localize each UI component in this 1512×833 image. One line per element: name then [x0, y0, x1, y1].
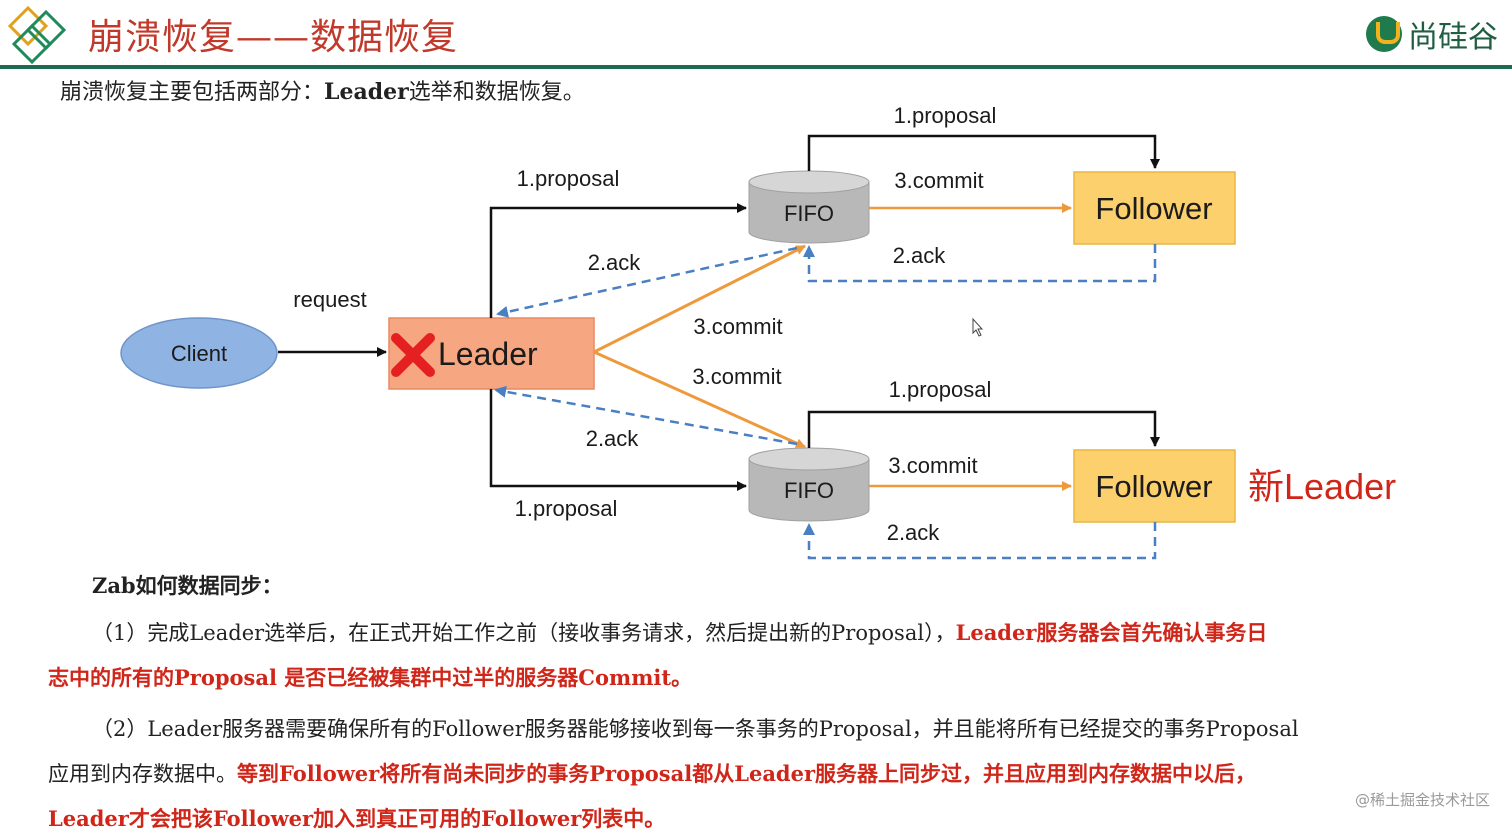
brand-badge-icon	[1366, 16, 1402, 52]
brand-logo: 尚硅谷	[1366, 12, 1498, 56]
zab-p2-black-a: （2）Leader服务器需要确保所有的Follower服务器能够接收到每一条事务…	[92, 717, 1299, 741]
page-title: 崩溃恢复——数据恢复	[88, 17, 459, 58]
mouse-cursor-icon	[972, 317, 984, 337]
top-proposal-follower-label: 1.proposal	[894, 103, 997, 128]
client-label: Client	[171, 341, 227, 366]
header-bar: 崩溃恢复——数据恢复 尚硅谷	[0, 0, 1512, 69]
intro-bold: Leader	[324, 79, 409, 105]
zab-p2-line3: Leader才会把该Follower加入到真正可用的Follower列表中。	[48, 803, 665, 833]
intro-tail: 选举和数据恢复。	[408, 80, 585, 105]
top-commit-follower-label: 3.commit	[894, 168, 983, 193]
bottom-ack-leader-label: 2.ack	[586, 426, 640, 451]
zab-p2-red-c: Leader才会把该Follower加入到真正可用的Follower列表中。	[48, 806, 666, 831]
client-node	[120, 317, 278, 389]
bottom-commit-follower-label: 3.commit	[888, 453, 977, 478]
failed-x-icon	[391, 333, 435, 377]
intro-text: 崩溃恢复主要包括两部分：Leader选举和数据恢复。	[60, 74, 585, 106]
bottom-ack-follower-arrow	[803, 522, 1157, 560]
title-divider	[0, 65, 1512, 69]
follower-top-node	[1073, 171, 1236, 245]
recovery-diagram: Client request Leader FIFO FIFO Follower…	[120, 103, 1396, 560]
bottom-proposal-follower-arrow	[807, 410, 1160, 448]
zab-p1-line1: （1）完成Leader选举后，在正式开始工作之前（接收事务请求，然后提出新的Pr…	[92, 617, 1267, 647]
fifo-bottom-label: FIFO	[784, 478, 834, 503]
fifo-bottom-node	[748, 447, 870, 522]
top-commit-leader-arrow	[593, 244, 806, 354]
top-proposal-follower-arrow	[807, 134, 1160, 171]
zab-p1-line2: 志中的所有的Proposal 是否已经被集群中过半的服务器Commit。	[48, 662, 692, 692]
fifo-top-label: FIFO	[784, 201, 834, 226]
top-proposal-leader-arrow	[489, 203, 747, 318]
new-leader-label: 新Leader	[1248, 466, 1396, 507]
zab-p2-red-b: 等到Follower将所有尚未同步的事务Proposal都从Leader服务器上…	[237, 761, 1257, 786]
top-commit-leader-label: 3.commit	[693, 314, 782, 339]
top-proposal-leader-label: 1.proposal	[517, 166, 620, 191]
bottom-commit-leader-arrow	[593, 350, 806, 449]
bottom-proposal-leader-arrow	[489, 389, 747, 491]
top-ack-follower-label: 2.ack	[893, 243, 947, 268]
leader-label: Leader	[438, 336, 538, 372]
follower-bottom-label: Follower	[1095, 469, 1212, 504]
top-ack-follower-arrow	[803, 244, 1157, 283]
zab-p2-line1: （2）Leader服务器需要确保所有的Follower服务器能够接收到每一条事务…	[92, 713, 1299, 743]
zab-p1-red-a: Leader服务器会首先确认事务日	[955, 620, 1268, 645]
follower-bottom-node	[1073, 449, 1236, 523]
zab-title: Zab如何数据同步：	[92, 573, 283, 598]
bottom-ack-follower-label: 2.ack	[887, 520, 941, 545]
watermark: @稀土掘金技术社区	[1354, 791, 1490, 809]
brand-name: 尚硅谷	[1408, 20, 1498, 55]
request-label: request	[293, 287, 366, 312]
follower-top-label: Follower	[1095, 191, 1212, 226]
zab-p2-black-b: 应用到内存数据中。	[48, 762, 237, 786]
bottom-proposal-leader-label: 1.proposal	[515, 496, 618, 521]
zab-p2-line2: 应用到内存数据中。等到Follower将所有尚未同步的事务Proposal都从L…	[48, 758, 1256, 788]
logo-diamonds-icon	[7, 5, 67, 64]
bottom-commit-leader-label: 3.commit	[692, 364, 781, 389]
zab-p1-red-b: 志中的所有的Proposal 是否已经被集群中过半的服务器Commit。	[48, 665, 693, 690]
zab-p1-black: （1）完成Leader选举后，在正式开始工作之前（接收事务请求，然后提出新的Pr…	[92, 621, 956, 645]
bottom-ack-leader-arrow	[494, 385, 798, 446]
bottom-proposal-follower-label: 1.proposal	[889, 377, 992, 402]
intro-plain: 崩溃恢复主要包括两部分：	[60, 80, 325, 105]
top-ack-leader-arrow	[496, 246, 798, 318]
top-ack-leader-label: 2.ack	[588, 250, 642, 275]
